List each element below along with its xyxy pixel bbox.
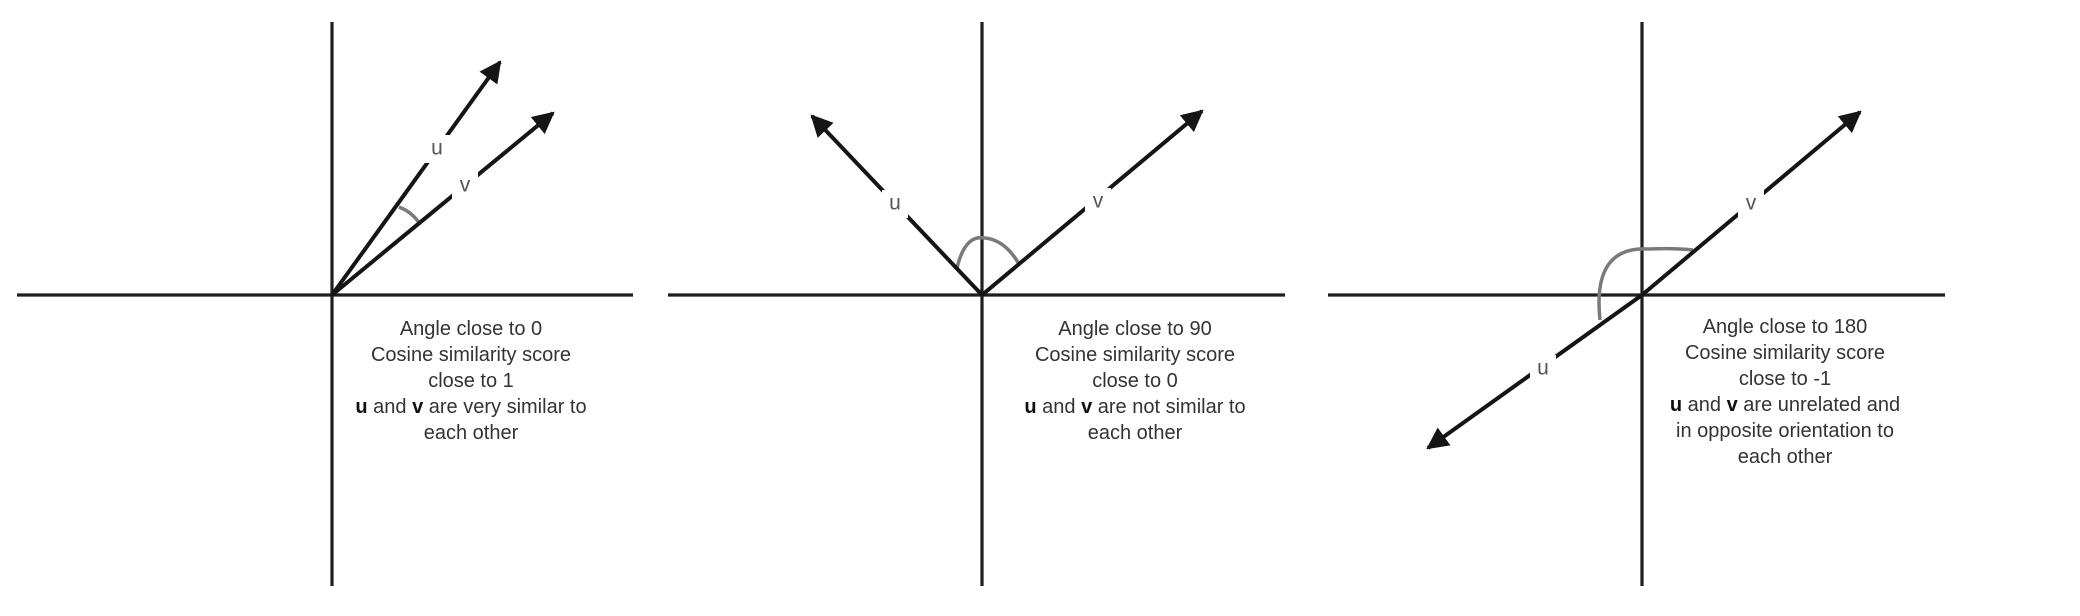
caption-line: each other <box>1087 422 1183 444</box>
vector-v-label: v <box>460 174 471 197</box>
angle-arc <box>398 205 422 225</box>
v-term: v <box>1726 394 1738 416</box>
caption-line: u and v are very similar to <box>311 394 631 420</box>
and-text: and <box>1036 396 1082 418</box>
caption-line: close to -1 <box>1738 368 1832 390</box>
panel-angle-90: u v <box>668 22 1285 586</box>
vector-u-label: u <box>1537 357 1549 380</box>
v-term: v <box>412 396 424 418</box>
caption-line: u and v are not similar to <box>975 394 1295 420</box>
caption-line: close to 1 <box>428 370 514 392</box>
angle-arc <box>1597 246 1694 321</box>
angle-arc <box>955 235 1021 269</box>
vector-v-label: v <box>1093 190 1104 213</box>
v-term: v <box>1081 396 1093 418</box>
caption-line: u and v are unrelated and <box>1625 392 1945 418</box>
vector-v-label: v <box>1746 192 1757 215</box>
caption-rest: are very similar to <box>423 396 587 418</box>
and-text: and <box>1682 394 1727 416</box>
u-term: u <box>1024 396 1037 418</box>
caption-line: close to 0 <box>1092 370 1178 392</box>
and-text: and <box>367 396 413 418</box>
caption-line: Cosine similarity score <box>1684 342 1886 364</box>
panel-angle-180: u v <box>1328 22 1945 586</box>
caption-line: in opposite orientation to <box>1676 420 1894 442</box>
vector-v <box>330 111 555 297</box>
vector-u-label: u <box>889 192 901 215</box>
caption-panel-3: Angle close to 180 Cosine similarity sco… <box>1625 314 1945 470</box>
vector-u <box>330 60 502 297</box>
caption-line: Cosine similarity score <box>1034 344 1236 366</box>
caption-rest: are not similar to <box>1092 396 1246 418</box>
caption-panel-2: Angle close to 90 Cosine similarity scor… <box>975 316 1295 446</box>
caption-line: Angle close to 90 <box>1058 318 1212 340</box>
caption-line: each other <box>423 422 519 444</box>
caption-line: Angle close to 0 <box>399 318 543 340</box>
caption-line: Angle close to 180 <box>1702 316 1868 338</box>
vector-u-label: u <box>431 137 443 160</box>
u-term: u <box>1669 394 1683 416</box>
panel-angle-0: u v <box>17 22 633 586</box>
caption-panel-1: Angle close to 0 Cosine similarity score… <box>311 316 631 446</box>
caption-rest: are unrelated and <box>1737 394 1901 416</box>
caption-line: Cosine similarity score <box>370 344 572 366</box>
caption-line: each other <box>1737 446 1833 468</box>
u-term: u <box>355 396 368 418</box>
